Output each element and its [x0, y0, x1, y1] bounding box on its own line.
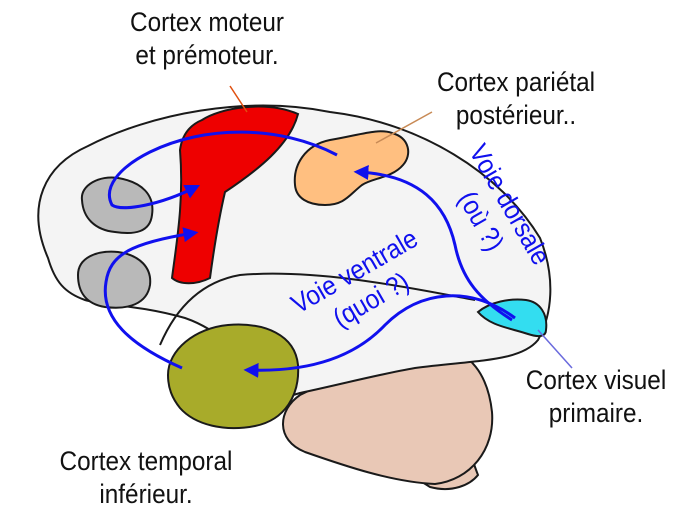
motor-cortex-label: Cortex moteur et prémoteur. [122, 6, 293, 72]
temporal-cortex-label: Cortex temporal inférieur. [42, 445, 251, 511]
visual-label-leader-line [538, 330, 572, 368]
temporal-cortex-label-line1: Cortex temporal [42, 445, 251, 478]
parietal-cortex-label-line2: postérieur.. [424, 99, 608, 132]
motor-cortex-label-line2: et prémoteur. [122, 39, 293, 72]
inferior-temporal-region [168, 325, 298, 429]
temporal-cortex-label-line2: inférieur. [42, 478, 251, 511]
parietal-cortex-label-line1: Cortex pariétal [424, 66, 608, 99]
motor-cortex-label-line1: Cortex moteur [122, 6, 293, 39]
visual-cortex-label-line2: primaire. [513, 397, 679, 430]
visual-cortex-label-line1: Cortex visuel [513, 364, 679, 397]
visual-cortex-label: Cortex visuel primaire. [513, 364, 679, 430]
parietal-cortex-label: Cortex pariétal postérieur.. [424, 66, 608, 132]
